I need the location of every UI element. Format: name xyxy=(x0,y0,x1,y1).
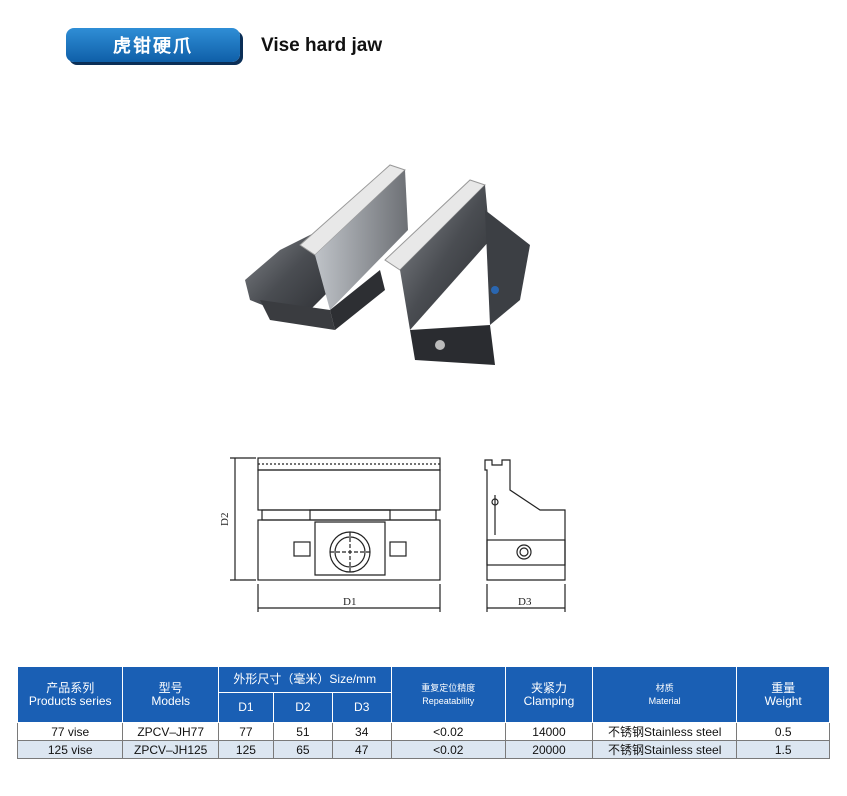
dimension-drawing: D2 D1 D3 xyxy=(219,457,566,612)
cell-weight: 1.5 xyxy=(736,740,830,759)
cell-weight: 0.5 xyxy=(736,722,830,741)
cell-repeatability: <0.02 xyxy=(390,740,506,759)
cell-d3: 34 xyxy=(331,722,392,741)
header-d1: D1 xyxy=(217,692,274,723)
label-d3: D3 xyxy=(518,596,532,608)
cell-series: 125 vise xyxy=(16,740,124,759)
section-badge: 虎钳硬爪 xyxy=(66,28,240,62)
vise-jaw-product-image xyxy=(245,164,530,365)
cell-d1: 125 xyxy=(217,740,274,759)
cell-model: ZPCV–JH77 xyxy=(122,722,219,741)
label-d2: D2 xyxy=(219,513,231,526)
left-jaw xyxy=(245,164,408,330)
page-title: Vise hard jaw xyxy=(261,35,383,56)
cell-clamping: 20000 xyxy=(504,740,593,759)
header-d2: D2 xyxy=(272,692,333,723)
header-size: 外形尺寸（毫米）Size/mm xyxy=(217,666,392,693)
table-row: 125 vise ZPCV–JH125 125 65 47 <0.02 2000… xyxy=(16,740,830,759)
cell-model: ZPCV–JH125 xyxy=(122,740,219,759)
label-d1: D1 xyxy=(343,596,356,608)
cell-d2: 65 xyxy=(272,740,333,759)
cell-series: 77 vise xyxy=(16,722,124,741)
cell-repeatability: <0.02 xyxy=(390,722,506,741)
cell-d1: 77 xyxy=(217,722,274,741)
table-row: 77 vise ZPCV–JH77 77 51 34 <0.02 14000 不… xyxy=(16,722,830,741)
right-jaw xyxy=(384,179,530,365)
header-d3: D3 xyxy=(331,692,392,723)
cell-d2: 51 xyxy=(272,722,333,741)
cell-d3: 47 xyxy=(331,740,392,759)
cell-material: 不锈钢Stainless steel xyxy=(591,740,738,759)
cell-material: 不锈钢Stainless steel xyxy=(591,722,738,741)
cell-clamping: 14000 xyxy=(504,722,593,741)
